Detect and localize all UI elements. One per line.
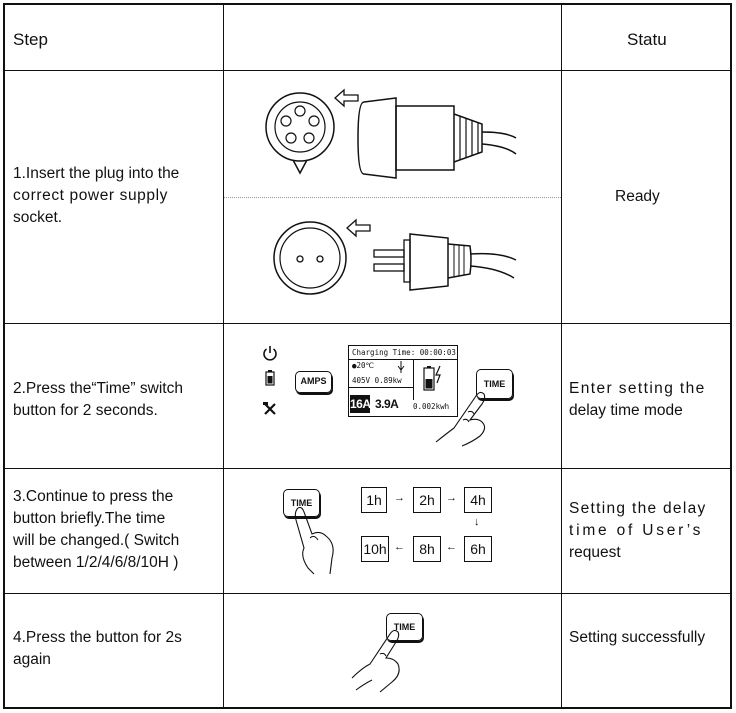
status-4-line: Setting successfully	[569, 629, 706, 646]
time-button[interactable]: TIME	[386, 613, 423, 641]
hand-pointer-icon	[351, 629, 400, 693]
charging-time: Charging Time: 00:00:03	[352, 348, 456, 357]
amps-button[interactable]: AMPS	[295, 371, 332, 393]
time-option-4h: 4h	[464, 487, 492, 513]
drop-icon: ●	[352, 361, 357, 370]
voltage-power: 405V 0.89kw	[352, 376, 402, 385]
step-4-line: 4.Press the button for 2s	[13, 629, 182, 646]
header-status: Statu	[627, 30, 667, 49]
energy-value: 0.002kwh	[413, 402, 450, 411]
status-2-line: Enter setting the	[569, 380, 706, 397]
time-option-6h: 6h	[464, 536, 492, 562]
step-2-line: 2.Press the“Time” switch	[13, 380, 183, 397]
step-4-line: again	[13, 651, 51, 668]
status-3-line: time of User’s	[569, 522, 704, 539]
industrial-socket-icon	[265, 92, 335, 175]
step-2-line: button for 2 seconds.	[13, 402, 158, 419]
step-3-line: button briefly.The time	[13, 510, 166, 527]
tools-icon	[263, 402, 276, 415]
row-divider	[5, 468, 730, 469]
step-3-line: 3.Continue to press the	[13, 488, 174, 505]
arrow-right-icon: →	[446, 492, 457, 504]
industrial-plug-icon	[357, 97, 517, 179]
amps-button-label: AMPS	[300, 376, 327, 386]
row-divider	[5, 593, 730, 594]
time-button-label: TIME	[393, 622, 416, 632]
time-button[interactable]: TIME	[283, 489, 320, 517]
step-3-text: 3.Continue to press the button briefly.T…	[13, 486, 179, 574]
instruction-table: Step Statu 1.Insert the plug into the co…	[3, 3, 732, 709]
household-plug-icon	[373, 233, 517, 291]
temperature-value: 20℃	[356, 361, 374, 370]
header-step: Step	[13, 30, 48, 49]
step-1-text: 1.Insert the plug into the correct power…	[13, 163, 179, 229]
time-option-2h: 2h	[413, 487, 441, 513]
step-1-line: 1.Insert the plug into the	[13, 165, 180, 182]
time-option-1h: 1h	[361, 487, 387, 513]
arrow-left-icon	[346, 218, 371, 238]
column-divider	[561, 5, 562, 707]
household-socket-icon	[273, 221, 347, 295]
amps-current-value: 3.9A	[375, 397, 399, 411]
dotted-divider	[224, 197, 561, 198]
hand-pointer-icon	[435, 391, 486, 447]
arrow-right-icon: →	[394, 492, 405, 504]
time-button-label: TIME	[483, 379, 506, 389]
status-2-text: Enter setting the delay time mode	[569, 378, 706, 422]
step-3-line: between 1/2/4/6/8/10H )	[13, 554, 179, 571]
header-divider	[5, 70, 730, 71]
step-2-text: 2.Press the“Time” switch button for 2 se…	[13, 378, 183, 422]
time-option-8h: 8h	[413, 536, 441, 562]
battery-charging-icon	[423, 365, 441, 391]
arrow-left-icon	[334, 88, 359, 108]
hand-pointer-icon	[294, 506, 334, 575]
status-3-line: Setting the delay	[569, 500, 707, 517]
status-3-line: request	[569, 544, 621, 561]
time-button[interactable]: TIME	[476, 369, 513, 399]
lcd-display: Charging Time: 00:00:03 ●20℃ 405V 0.89kw…	[348, 345, 458, 417]
status-1-line: Ready	[615, 188, 660, 205]
step-1-line: correct power supply	[13, 187, 169, 204]
status-1-text: Ready	[615, 186, 660, 208]
power-icon	[263, 346, 277, 361]
column-divider	[223, 5, 224, 707]
step-3-line: will be changed.( Switch	[13, 532, 180, 549]
time-button-label: TIME	[290, 498, 313, 508]
row-divider	[5, 323, 730, 324]
temperature: ●20℃	[352, 361, 374, 370]
step-4-text: 4.Press the button for 2s again	[13, 627, 182, 671]
battery-icon	[265, 370, 275, 386]
status-4-text: Setting successfully	[569, 627, 705, 649]
arrow-left-small-icon: ←	[446, 541, 457, 553]
arrow-left-small-icon: ←	[394, 541, 405, 553]
plug-symbol-icon	[397, 361, 405, 373]
amps-set-value: 16A	[350, 395, 371, 413]
status-3-text: Setting the delay time of User’s request	[569, 498, 707, 564]
time-option-10h: 10h	[361, 536, 389, 562]
step-1-line: socket.	[13, 209, 63, 226]
arrow-down-icon: ↓	[474, 516, 480, 528]
status-2-line: delay time mode	[569, 402, 683, 419]
